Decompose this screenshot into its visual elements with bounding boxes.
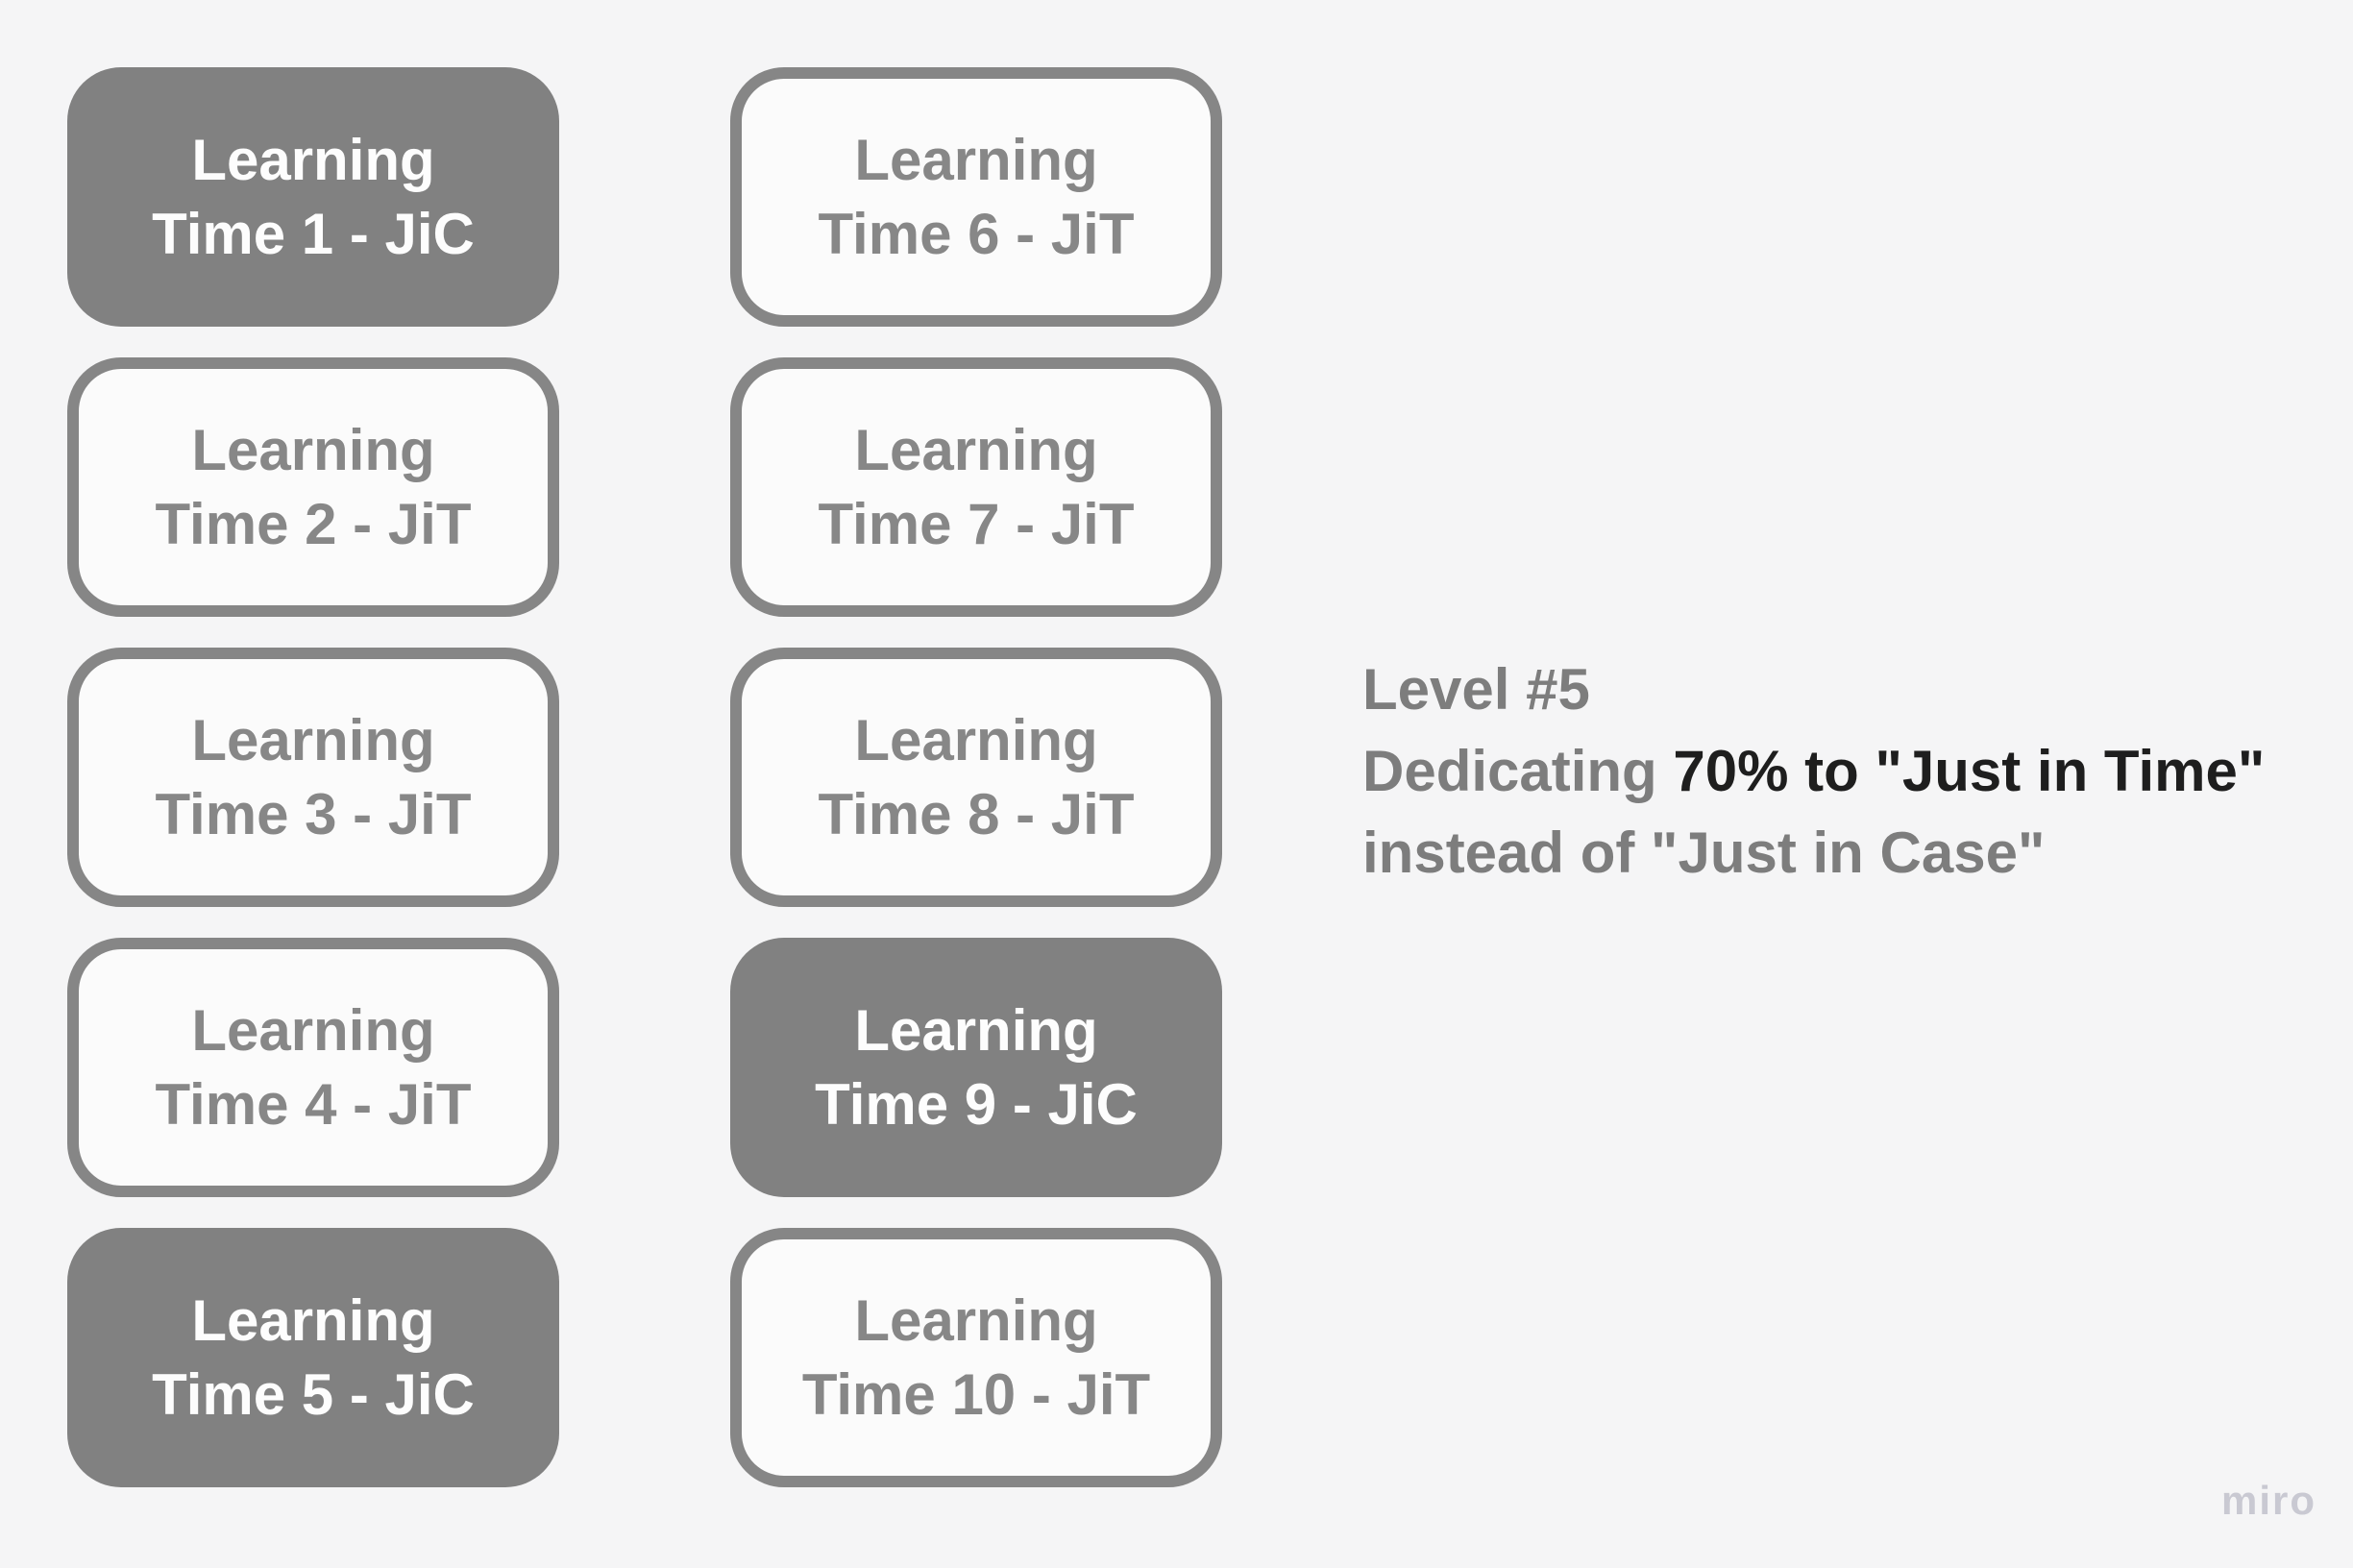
card-line1: Learning bbox=[854, 418, 1098, 482]
card-line1: Learning bbox=[191, 708, 435, 772]
card-line1: Learning bbox=[854, 128, 1098, 192]
card-column-left: Learning Time 1 - JiC Learning Time 2 - … bbox=[67, 67, 559, 1487]
card-line2: Time 3 - JiT bbox=[155, 782, 472, 846]
card-line2: Time 8 - JiT bbox=[818, 782, 1135, 846]
caption-emphasis-70-percent: 70% to "Just in Time" bbox=[1673, 739, 2266, 803]
card-learning-time-4[interactable]: Learning Time 4 - JiT bbox=[67, 938, 559, 1197]
card-line1: Learning bbox=[191, 418, 435, 482]
card-learning-time-6[interactable]: Learning Time 6 - JiT bbox=[730, 67, 1222, 327]
card-column-right: Learning Time 6 - JiT Learning Time 7 - … bbox=[730, 67, 1222, 1487]
card-learning-time-5[interactable]: Learning Time 5 - JiC bbox=[67, 1228, 559, 1487]
card-line2: Time 4 - JiT bbox=[155, 1072, 472, 1137]
card-line2: Time 1 - JiC bbox=[152, 202, 475, 266]
card-learning-time-1[interactable]: Learning Time 1 - JiC bbox=[67, 67, 559, 327]
card-line2: Time 7 - JiT bbox=[818, 492, 1135, 556]
card-line2: Time 10 - JiT bbox=[801, 1362, 1151, 1427]
card-learning-time-7[interactable]: Learning Time 7 - JiT bbox=[730, 357, 1222, 617]
card-line1: Learning bbox=[854, 998, 1098, 1063]
card-line2: Time 5 - JiC bbox=[152, 1362, 475, 1427]
card-line2: Time 6 - JiT bbox=[818, 202, 1135, 266]
caption-line-dedicating: Dedicating 70% to "Just in Time" bbox=[1362, 730, 2265, 812]
level-caption-text[interactable]: Level #5 Dedicating 70% to "Just in Time… bbox=[1362, 649, 2265, 894]
card-learning-time-2[interactable]: Learning Time 2 - JiT bbox=[67, 357, 559, 617]
card-line2: Time 2 - JiT bbox=[155, 492, 472, 556]
card-learning-time-3[interactable]: Learning Time 3 - JiT bbox=[67, 648, 559, 907]
card-line1: Learning bbox=[854, 1288, 1098, 1353]
card-line1: Learning bbox=[191, 128, 435, 192]
card-line1: Learning bbox=[191, 1288, 435, 1353]
card-learning-time-10[interactable]: Learning Time 10 - JiT bbox=[730, 1228, 1222, 1487]
card-line1: Learning bbox=[854, 708, 1098, 772]
caption-line-instead: instead of "Just in Case" bbox=[1362, 821, 2046, 885]
caption-dedicating-label: Dedicating bbox=[1362, 739, 1674, 803]
miro-logo: miro bbox=[2221, 1478, 2317, 1523]
card-learning-time-9[interactable]: Learning Time 9 - JiC bbox=[730, 938, 1222, 1197]
card-line2: Time 9 - JiC bbox=[815, 1072, 1138, 1137]
caption-line-level: Level #5 bbox=[1362, 657, 1590, 722]
card-learning-time-8[interactable]: Learning Time 8 - JiT bbox=[730, 648, 1222, 907]
card-line1: Learning bbox=[191, 998, 435, 1063]
